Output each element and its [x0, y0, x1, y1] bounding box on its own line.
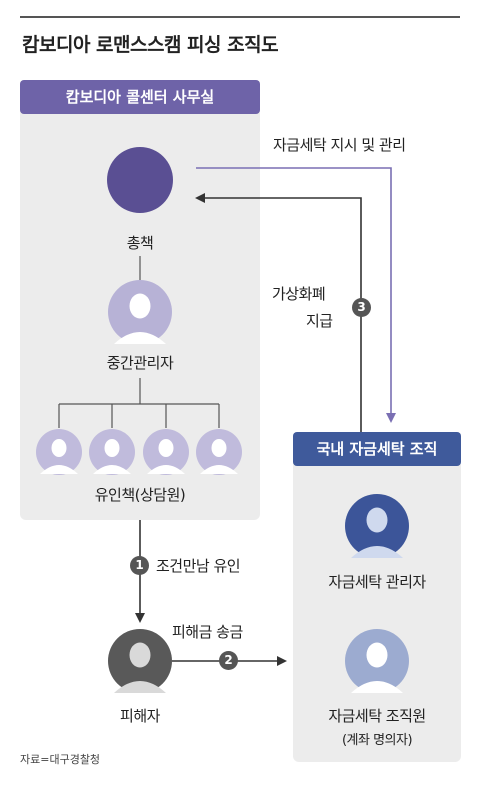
crypto-payment-arrow [195, 193, 362, 432]
launder-manager-label: 자금세탁 관리자 [328, 573, 426, 591]
cambodia-office-header: 캄보디아 콜센터 사무실 [20, 80, 260, 114]
transfer-label: 피해금 송금 [172, 623, 243, 641]
instruct-flow-label: 자금세탁 지시 및 관리 [273, 136, 406, 154]
launder-member-person-icon [345, 629, 409, 693]
instruct-arrow [196, 167, 396, 423]
middle-manager-label: 중간관리자 [106, 354, 174, 372]
recruiter-3-icon [143, 429, 189, 475]
recruiters-label: 유인책(상담원) [94, 486, 186, 504]
boss-person-icon [107, 147, 173, 213]
victim-label: 피해자 [120, 707, 160, 725]
recruiter-1-icon [36, 429, 82, 475]
recruiter-4-icon [196, 429, 242, 475]
lure-label: 조건만남 유인 [156, 557, 241, 575]
launder-member-note: (계좌 명의자) [341, 733, 413, 748]
step1-badge: 1 [130, 556, 149, 575]
page-title: 캄보디아 로맨스스캠 피싱 조직도 [22, 34, 279, 56]
boss-label: 총책 [126, 234, 154, 252]
source-credit: 자료=대구경찰청 [20, 753, 101, 766]
domestic-org-panel [293, 432, 461, 762]
step2-badge: 2 [219, 651, 238, 670]
step3-badge: 3 [352, 298, 371, 317]
manager-person-icon [108, 280, 172, 344]
launder-manager-person-icon [345, 494, 409, 558]
top-rule [20, 16, 460, 18]
crypto-label-line2: 지급 [306, 312, 333, 330]
victim-person-icon [108, 629, 172, 693]
recruiter-2-icon [89, 429, 135, 475]
domestic-org-header: 국내 자금세탁 조직 [293, 432, 461, 466]
crypto-label-line1: 가상화폐 [272, 285, 326, 303]
launder-member-label: 자금세탁 조직원 [328, 707, 426, 725]
